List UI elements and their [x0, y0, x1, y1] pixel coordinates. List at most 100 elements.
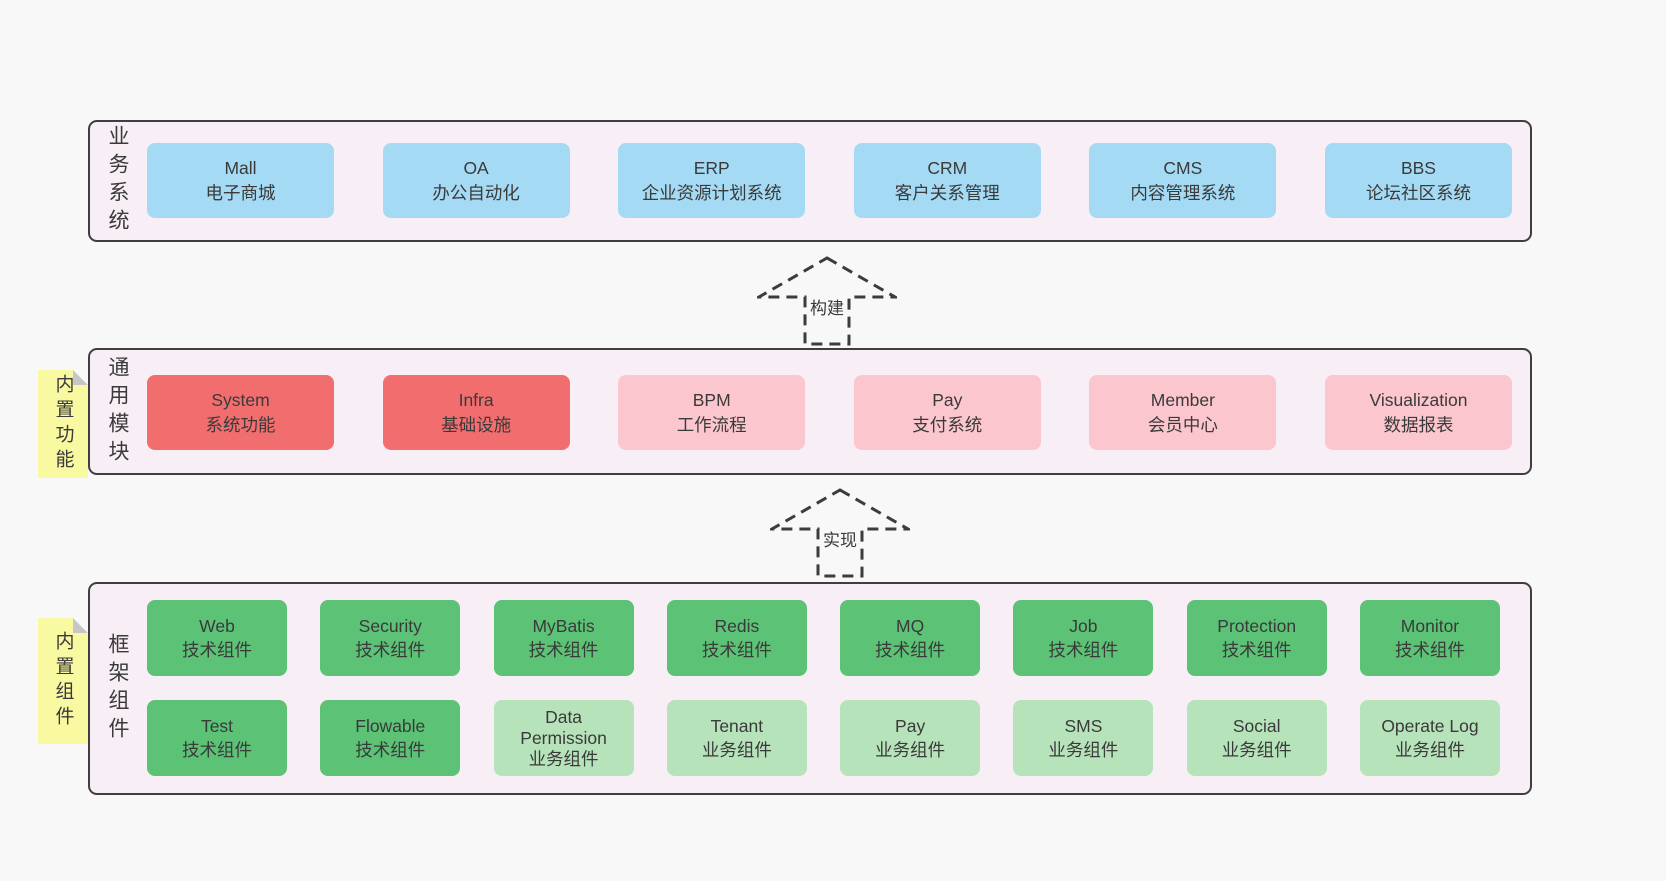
box-desc: 技术组件: [355, 740, 426, 760]
box-desc: 系统功能: [205, 414, 276, 435]
box-desc: 技术组件: [182, 740, 252, 760]
box-name: Monitor: [1400, 616, 1460, 636]
build-arrow: 构建: [757, 256, 897, 346]
box-desc: 数据报表: [1383, 414, 1454, 435]
component-box-tenant: Tenant 业务组件: [666, 700, 807, 776]
box-desc: 业务组件: [1394, 740, 1465, 760]
box-desc: 业务组件: [875, 740, 946, 760]
business-box-oa: OA 办公自动化: [382, 143, 570, 218]
component-box-monitor: Monitor 技术组件: [1359, 600, 1500, 676]
business-box-erp: ERP 企业资源计划系统: [618, 143, 806, 218]
box-name: SMS: [1064, 716, 1103, 736]
module-box-infra: Infra 基础设施: [382, 375, 570, 450]
module-box-visualization: Visualization 数据报表: [1324, 375, 1512, 450]
box-desc: 客户关系管理: [894, 182, 1000, 203]
box-name: Social: [1232, 716, 1281, 736]
box-desc: 电子商城: [205, 182, 276, 203]
framework-components-row-1: Web 技术组件 Security 技术组件 MyBatis 技术组件 Redi…: [147, 600, 1500, 676]
box-name: OA: [463, 157, 489, 178]
framework-components-label: 框架组件: [106, 632, 129, 745]
box-desc: 企业资源计划系统: [641, 182, 782, 203]
component-box-operate-log: Operate Log 业务组件: [1359, 700, 1500, 776]
component-box-job: Job 技术组件: [1013, 600, 1154, 676]
component-box-flowable: Flowable 技术组件: [320, 700, 461, 776]
box-name: Pay: [932, 389, 963, 410]
box-name: Operate Log: [1381, 716, 1479, 736]
box-name: Web: [199, 616, 235, 636]
box-desc: 办公自动化: [432, 182, 520, 203]
box-name: BBS: [1400, 157, 1436, 178]
box-name: Member: [1150, 389, 1215, 410]
box-name: CRM: [927, 157, 968, 178]
business-box-crm: CRM 客户关系管理: [853, 143, 1041, 218]
box-name: System: [211, 389, 270, 410]
common-modules-label: 通用模块: [106, 355, 129, 468]
component-box-protection: Protection 技术组件: [1186, 600, 1327, 676]
implement-arrow: 实现: [770, 488, 910, 578]
box-name: Infra: [458, 389, 494, 410]
component-box-pay: Pay 业务组件: [840, 700, 981, 776]
box-desc: 技术组件: [1221, 640, 1292, 660]
common-modules-layer: 通用模块 System 系统功能 Infra 基础设施 BPM 工作流程 Pay…: [88, 348, 1532, 475]
note-text: 内置组件: [52, 631, 74, 731]
component-box-security: Security 技术组件: [320, 600, 461, 676]
module-box-system: System 系统功能: [147, 375, 334, 450]
box-name: Security: [358, 616, 422, 636]
component-box-redis: Redis 技术组件: [666, 600, 807, 676]
box-desc: 技术组件: [701, 640, 772, 660]
box-desc: 业务组件: [528, 748, 599, 769]
box-name: ERP: [693, 157, 730, 178]
box-name: Test: [200, 716, 234, 736]
built-in-features-note: 内置功能: [38, 370, 88, 478]
framework-components-row-2: Test 技术组件 Flowable 技术组件 Data Permission …: [147, 700, 1500, 776]
component-box-web: Web 技术组件: [147, 600, 287, 676]
component-box-mq: MQ 技术组件: [840, 600, 981, 676]
box-desc: 工作流程: [676, 414, 747, 435]
box-name: Visualization: [1369, 389, 1468, 410]
box-desc: 业务组件: [1221, 740, 1292, 760]
box-desc: 技术组件: [355, 640, 426, 660]
component-box-social: Social 业务组件: [1186, 700, 1327, 776]
box-desc: 业务组件: [1048, 740, 1119, 760]
module-box-pay: Pay 支付系统: [853, 375, 1041, 450]
build-arrow-label: 构建: [807, 293, 847, 319]
business-box-cms: CMS 内容管理系统: [1089, 143, 1277, 218]
common-modules-row: System 系统功能 Infra 基础设施 BPM 工作流程 Pay 支付系统…: [147, 375, 1512, 450]
box-name: Pay: [895, 716, 926, 736]
box-name: Mall: [224, 157, 257, 178]
box-desc: 内容管理系统: [1130, 182, 1236, 203]
implement-arrow-label: 实现: [820, 525, 860, 551]
box-name: Job: [1069, 616, 1098, 636]
module-box-member: Member 会员中心: [1089, 375, 1277, 450]
business-box-mall: Mall 电子商城: [147, 143, 334, 218]
component-box-test: Test 技术组件: [147, 700, 287, 776]
box-name: Tenant: [710, 716, 764, 736]
business-box-bbs: BBS 论坛社区系统: [1324, 143, 1512, 218]
box-desc: 论坛社区系统: [1365, 182, 1471, 203]
component-box-sms: SMS 业务组件: [1013, 700, 1154, 776]
component-box-data-permission: Data Permission 业务组件: [493, 700, 634, 776]
box-desc: 技术组件: [875, 640, 946, 660]
box-desc: 技术组件: [182, 640, 252, 660]
framework-components-layer: 框架组件 Web 技术组件 Security 技术组件 MyBatis 技术组件…: [88, 582, 1532, 795]
box-name: BPM: [692, 389, 731, 410]
box-desc: 技术组件: [1394, 640, 1465, 660]
box-name: CMS: [1163, 157, 1203, 178]
box-desc: 技术组件: [528, 640, 599, 660]
box-name: Redis: [714, 616, 760, 636]
box-name: Flowable: [355, 716, 426, 736]
business-systems-layer: 业务系统 Mall 电子商城 OA 办公自动化 ERP 企业资源计划系统 CRM…: [88, 120, 1532, 242]
component-box-mybatis: MyBatis 技术组件: [493, 600, 634, 676]
business-systems-row: Mall 电子商城 OA 办公自动化 ERP 企业资源计划系统 CRM 客户关系…: [147, 143, 1512, 218]
note-text: 内置功能: [52, 374, 74, 474]
box-desc: 会员中心: [1147, 414, 1218, 435]
box-name: Data Permission: [520, 706, 607, 748]
box-desc: 技术组件: [1048, 640, 1119, 660]
box-desc: 业务组件: [701, 740, 772, 760]
module-box-bpm: BPM 工作流程: [618, 375, 806, 450]
box-name: MQ: [896, 616, 925, 636]
box-desc: 基础设施: [441, 414, 512, 435]
box-name: MyBatis: [532, 616, 595, 636]
box-name: Protection: [1217, 616, 1297, 636]
